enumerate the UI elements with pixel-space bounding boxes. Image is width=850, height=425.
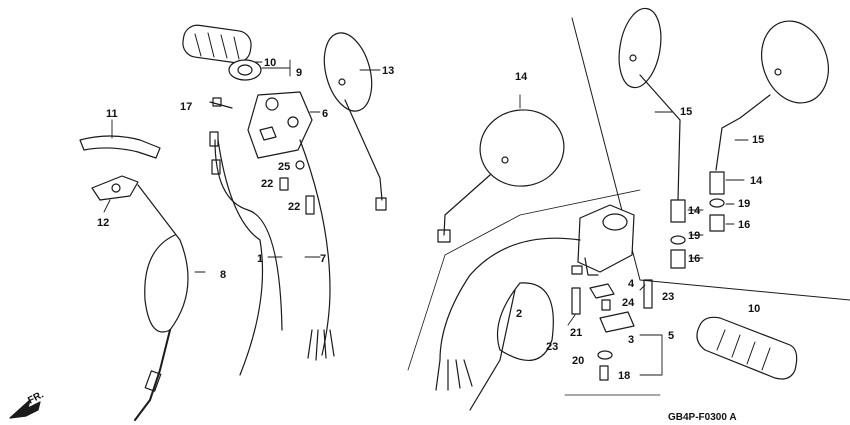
front-label: FR.	[26, 389, 46, 406]
clutch-cable	[134, 184, 189, 421]
mirror-center-large	[437, 109, 565, 243]
callout-14b: 14	[688, 205, 701, 217]
callout-5: 5	[668, 330, 674, 342]
callout-9: 9	[296, 67, 302, 79]
switch-housing-right	[577, 204, 635, 276]
mirror-left-small	[323, 32, 387, 211]
callout-19a: 19	[738, 198, 750, 210]
callout-23a: 23	[546, 341, 558, 353]
callout-8: 8	[220, 269, 226, 281]
callout-25: 25	[278, 161, 290, 173]
callout-17: 17	[180, 101, 192, 113]
callout-6: 6	[322, 108, 328, 120]
callout-19b: 19	[688, 230, 700, 242]
callout-24: 24	[622, 297, 635, 309]
callout-3: 3	[628, 334, 634, 346]
callout-16a: 16	[738, 219, 750, 231]
mirror-right-upper	[618, 7, 681, 201]
callout-2: 2	[516, 308, 522, 320]
grip-bottom-right	[696, 316, 798, 380]
front-arrow-icon	[9, 399, 41, 419]
callout-21: 21	[570, 327, 582, 339]
callout-20: 20	[572, 355, 584, 367]
frame-guide-lines	[407, 17, 850, 396]
callout-4: 4	[628, 278, 635, 290]
callout-7: 7	[320, 253, 326, 265]
callout-1: 1	[257, 253, 263, 265]
callout-13b: 14	[515, 71, 528, 83]
small-hardware-right	[571, 279, 653, 381]
callout-22a: 22	[261, 178, 273, 190]
throttle-grip-top	[182, 24, 262, 81]
mirror-right-far	[715, 20, 829, 171]
callout-13a: 13	[382, 65, 394, 77]
callout-15b: 15	[752, 134, 764, 146]
bolt-17	[209, 97, 233, 109]
callout-11: 11	[106, 108, 118, 120]
callout-18: 18	[618, 370, 630, 382]
callout-15a: 15	[680, 106, 692, 118]
wire-harness-right	[435, 237, 583, 411]
diagram-ref-code: GB4P-F0300 A	[668, 412, 737, 423]
clutch-lever	[79, 135, 161, 201]
switch-housing-left	[247, 91, 313, 159]
callout-10b: 10	[748, 303, 760, 315]
callout-14a: 14	[750, 175, 763, 187]
mirror-adaptors	[670, 171, 725, 269]
small-bolts-left	[279, 160, 315, 215]
callout-23b: 23	[662, 291, 674, 303]
callout-labels: 10 9 13 6 17 11 12 8 1 7 25 22 22 14 2 4…	[26, 57, 764, 423]
callout-12: 12	[97, 217, 109, 229]
throttle-cables	[209, 131, 335, 376]
callout-22b: 22	[288, 201, 300, 213]
leader-lines	[103, 59, 749, 376]
callout-10a: 10	[264, 57, 276, 69]
callout-16b: 16	[688, 253, 700, 265]
